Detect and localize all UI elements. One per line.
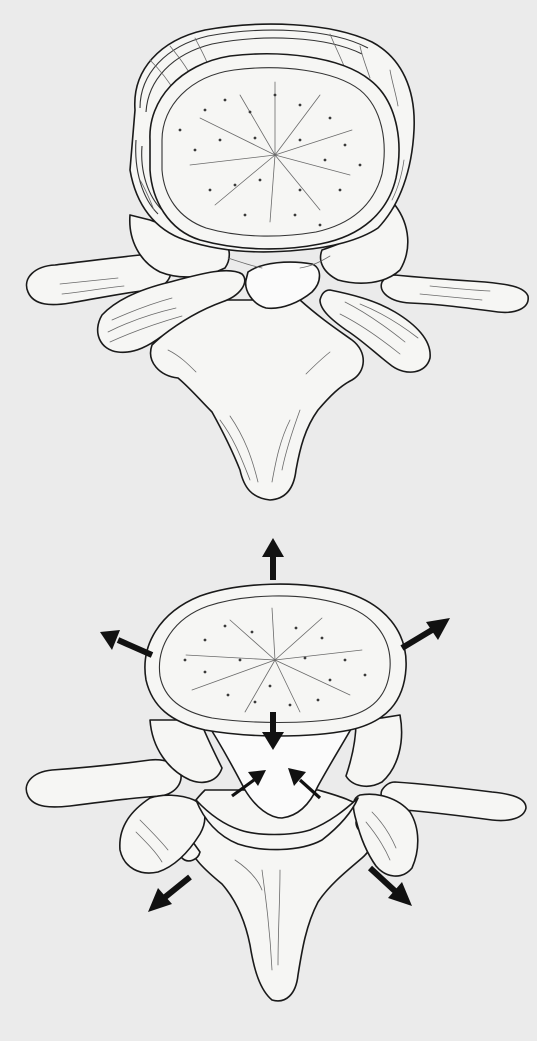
top-right-transverse-process bbox=[381, 275, 528, 312]
bottom-vertebra bbox=[26, 584, 526, 1001]
arrow-up bbox=[262, 538, 284, 580]
bottom-left-articular-process bbox=[120, 795, 205, 873]
top-vertebral-foramen bbox=[246, 262, 320, 308]
arrow-upper-left bbox=[100, 630, 152, 655]
top-vertebral-body bbox=[150, 54, 399, 249]
top-spinous-process bbox=[151, 300, 364, 500]
top-vertebra bbox=[27, 24, 529, 500]
arrow-upper-right bbox=[402, 618, 450, 648]
arrow-lower-left bbox=[148, 877, 190, 912]
